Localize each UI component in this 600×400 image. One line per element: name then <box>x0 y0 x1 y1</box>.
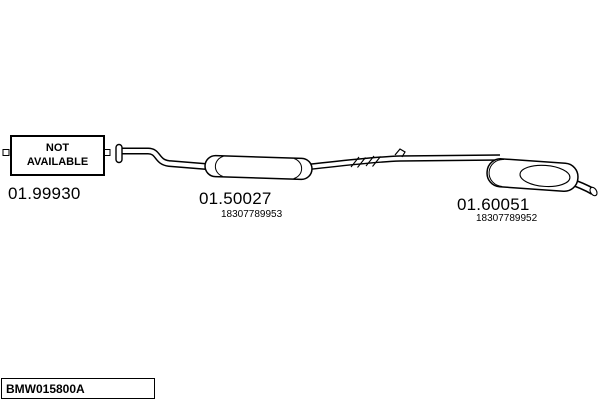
sleeve-joint-hatching <box>350 155 381 168</box>
connector-marker-left <box>2 149 10 156</box>
front-pipe <box>115 143 213 171</box>
rear-muffler-shape <box>486 158 598 197</box>
intermediate-pipe <box>307 148 501 171</box>
oem-number-rear-muffler: 18307789952 <box>476 213 538 224</box>
middle-muffler-shape <box>204 154 313 181</box>
part-number-front-section[interactable]: 01.99930 <box>8 184 81 203</box>
hanger-bracket-icon <box>394 148 406 158</box>
not-available-box: NOT AVAILABLE <box>10 135 105 176</box>
flange-icon <box>115 143 123 164</box>
part-number-rear-muffler[interactable]: 01.60051 <box>457 195 530 214</box>
oem-number-middle-muffler: 18307789953 <box>221 209 283 220</box>
not-available-line2: AVAILABLE <box>26 155 89 168</box>
drawing-code-box: BMW015800A <box>1 378 155 399</box>
not-available-line1: NOT <box>45 141 70 154</box>
tailpipe-opening <box>589 186 598 197</box>
part-number-middle-muffler[interactable]: 01.50027 <box>199 189 272 208</box>
drawing-code: BMW015800A <box>6 381 85 396</box>
